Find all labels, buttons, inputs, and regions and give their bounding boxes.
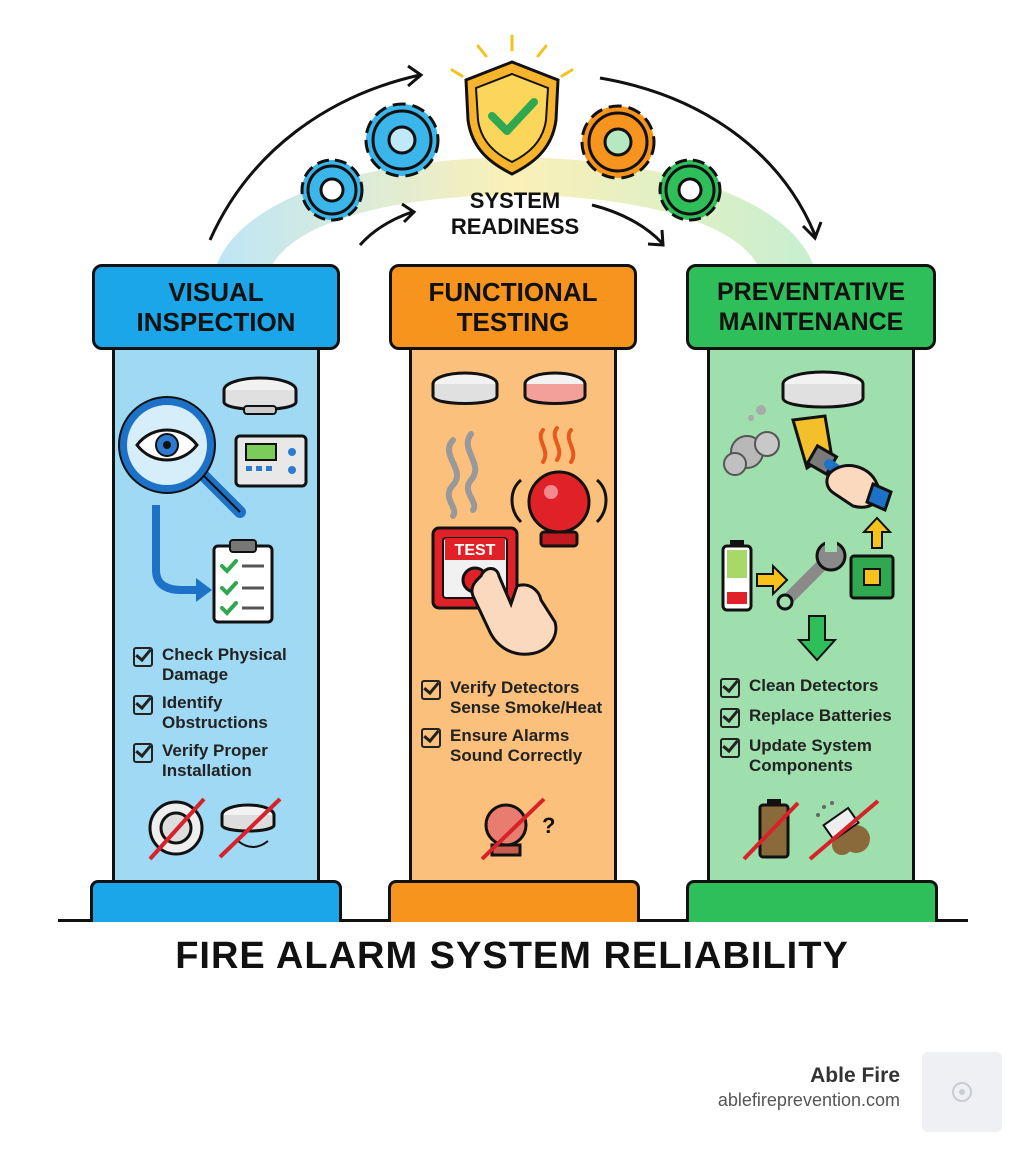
checklist-text: Check Physical Damage bbox=[162, 645, 287, 684]
checklist-item: Ensure Alarms Sound Correctly bbox=[421, 726, 610, 766]
checklist-maintenance: Clean Detectors Replace Batteries Update… bbox=[720, 676, 899, 784]
maintenance-crossed-icons bbox=[742, 799, 880, 861]
title-line: PREVENTATIVE bbox=[717, 278, 905, 306]
silent-alarm-icon: ? bbox=[480, 797, 555, 861]
circuit-chip-icon bbox=[849, 554, 895, 600]
arc-arrow-right bbox=[599, 76, 817, 236]
checklist-text: Ensure Alarms Sound Correctly bbox=[450, 726, 583, 765]
column-base bbox=[90, 880, 342, 922]
checkbox-icon bbox=[421, 728, 441, 748]
title-line: TESTING bbox=[456, 307, 570, 337]
checklist-item: Identify Obstructions bbox=[133, 693, 312, 733]
column-base bbox=[686, 880, 938, 922]
title-line: MAINTENANCE bbox=[718, 308, 904, 336]
brand-logo bbox=[922, 1052, 1002, 1132]
main-title: FIRE ALARM SYSTEM RELIABILITY bbox=[175, 935, 849, 977]
checklist-text: Replace Batteries bbox=[749, 706, 892, 725]
title-line: INSPECTION bbox=[136, 307, 296, 337]
logo-icon bbox=[952, 1082, 972, 1102]
smoke-detector-icon bbox=[222, 376, 298, 415]
checklist-item: Check Physical Damage bbox=[133, 645, 312, 685]
gear-icon bbox=[658, 158, 722, 222]
checkbox-icon bbox=[720, 738, 740, 758]
readiness-line: READINESS bbox=[450, 214, 580, 239]
checkbox-icon bbox=[421, 680, 441, 700]
visual-crossed-icons bbox=[148, 797, 282, 861]
wrench-icon bbox=[776, 538, 847, 611]
preventative-maintenance-illustration bbox=[721, 370, 895, 662]
checkbox-icon bbox=[720, 678, 740, 698]
smoke-detector-icon bbox=[781, 370, 865, 409]
gear-icon bbox=[580, 104, 656, 180]
checklist-text: Identify Obstructions bbox=[162, 693, 268, 732]
clipboard-icon bbox=[212, 539, 274, 624]
column-base bbox=[388, 880, 640, 922]
checkbox-icon bbox=[133, 695, 153, 715]
checklist-item: Clean Detectors bbox=[720, 676, 899, 698]
control-panel-icon bbox=[234, 434, 308, 488]
title-line: VISUAL bbox=[168, 277, 264, 307]
svg-text:?: ? bbox=[542, 813, 555, 838]
hand-icon bbox=[825, 464, 893, 513]
alarm-bell-icon bbox=[510, 470, 608, 548]
system-readiness-label: SYSTEM READINESS bbox=[420, 188, 610, 240]
arc-arrow-left bbox=[208, 73, 421, 241]
checkbox-icon bbox=[720, 708, 740, 728]
checklist-text: Verify Detectors Sense Smoke/Heat bbox=[450, 678, 603, 717]
smoke-detector-icon bbox=[431, 371, 499, 405]
checklist-functional: Verify Detectors Sense Smoke/Heat Ensure… bbox=[421, 678, 610, 774]
checklist-visual: Check Physical Damage Identify Obstructi… bbox=[133, 645, 312, 789]
checklist-item: Replace Batteries bbox=[720, 706, 899, 728]
dirty-detector-icon bbox=[808, 799, 880, 861]
brand-url: ablefireprevention.com bbox=[717, 1090, 900, 1110]
smoke-waves bbox=[445, 431, 479, 519]
brand-name: Able Fire bbox=[810, 1064, 900, 1087]
checklist-item: Verify Detectors Sense Smoke/Heat bbox=[421, 678, 610, 718]
gear-icon bbox=[300, 158, 364, 222]
magnifier-eye-icon bbox=[118, 396, 246, 518]
functional-testing-illustration: TEST bbox=[431, 371, 608, 656]
obstructed-detector-icon bbox=[218, 797, 282, 859]
checklist-text: Verify Proper Installation bbox=[162, 741, 268, 780]
heat-detector-icon bbox=[523, 371, 587, 405]
battery-icon bbox=[721, 540, 753, 612]
checkbox-icon bbox=[133, 743, 153, 763]
hand-icon bbox=[470, 567, 558, 656]
checkbox-icon bbox=[133, 647, 153, 667]
checklist-text: Update System Components bbox=[749, 736, 872, 775]
dust-cloud bbox=[723, 405, 780, 476]
checklist-item: Update System Components bbox=[720, 736, 899, 776]
checklist-item: Verify Proper Installation bbox=[133, 741, 312, 781]
visual-inspection-illustration bbox=[118, 376, 308, 624]
corroded-battery-icon bbox=[742, 799, 800, 861]
shield-check-icon bbox=[450, 34, 574, 176]
gear-icon bbox=[364, 102, 440, 178]
brush-icon bbox=[791, 414, 862, 489]
broken-detector-icon bbox=[148, 797, 206, 861]
test-label: TEST bbox=[455, 542, 496, 559]
functional-crossed-icon: ? bbox=[480, 797, 555, 861]
title-line: FUNCTIONAL bbox=[428, 277, 598, 307]
heat-waves bbox=[538, 426, 576, 464]
checklist-text: Clean Detectors bbox=[749, 676, 879, 695]
readiness-line: SYSTEM bbox=[469, 188, 561, 213]
